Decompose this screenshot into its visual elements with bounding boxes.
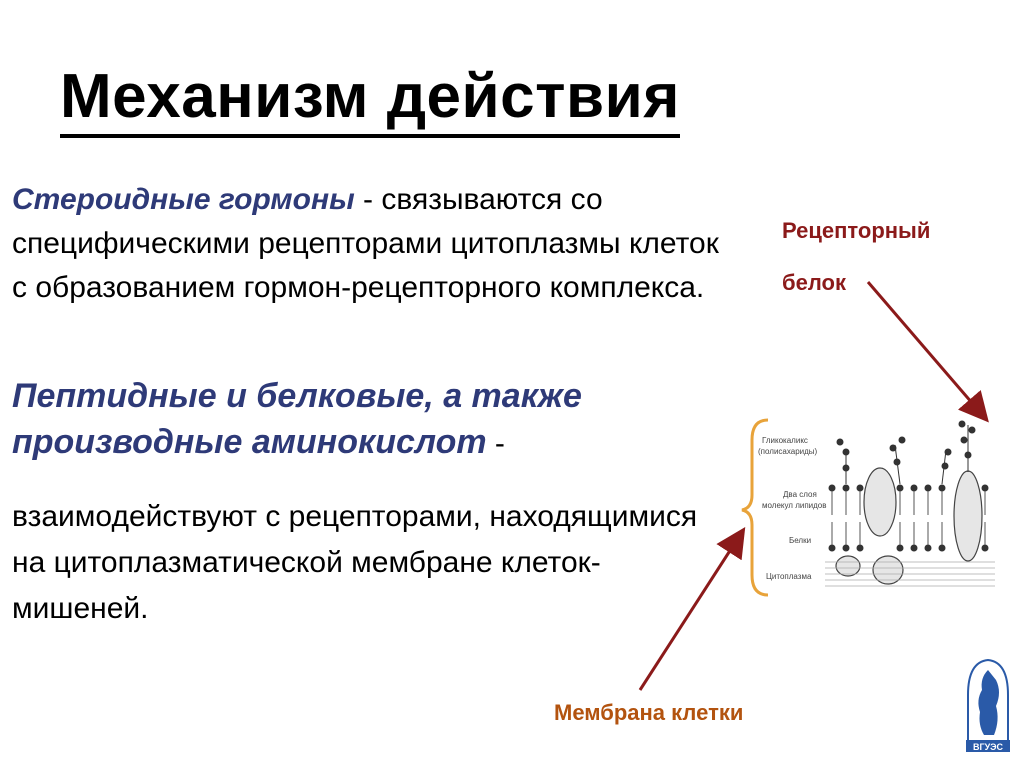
cytoplasm-label: Цитоплазма bbox=[766, 572, 812, 581]
peptide-dash: - bbox=[486, 427, 505, 460]
glycocalyx-label: Гликокаликс bbox=[762, 436, 808, 445]
peptide-paragraph: Пептидные и белковые, а также производны… bbox=[12, 373, 732, 467]
page-title: Механизм действия bbox=[60, 62, 680, 138]
lipid-label-1: Два слоя bbox=[783, 490, 817, 499]
proteins-label: Белки bbox=[789, 536, 811, 545]
membrane-arrow bbox=[638, 526, 746, 691]
protein-4 bbox=[835, 555, 861, 577]
receptor-label: Рецепторный белок bbox=[782, 218, 931, 295]
peptide-highlight: Пептидные и белковые, а также производны… bbox=[12, 377, 582, 461]
membrane-label: Мембрана клетки bbox=[554, 700, 744, 725]
steroid-paragraph: Стероидные гормоны - связываются со спец… bbox=[12, 178, 732, 310]
receptor-arrow bbox=[866, 281, 989, 423]
protein-2 bbox=[953, 470, 983, 562]
logo-text: ВГУЭС bbox=[973, 742, 1003, 752]
upper-lipid-layer bbox=[828, 484, 989, 492]
steroid-text: - связываются со специфическими рецептор… bbox=[12, 183, 719, 304]
brace-icon bbox=[741, 418, 769, 597]
lipid-label-2: молекул липидов bbox=[762, 501, 827, 510]
polysaccharides-label: (полисахариды) bbox=[758, 447, 818, 456]
protein-1 bbox=[863, 467, 897, 537]
peptide-text: взаимодействуют с рецепторами, находящим… bbox=[12, 500, 698, 625]
university-logo-icon: ВГУЭС bbox=[966, 658, 1010, 752]
steroid-highlight: Стероидные гормоны bbox=[12, 183, 355, 216]
protein-3 bbox=[872, 555, 904, 585]
